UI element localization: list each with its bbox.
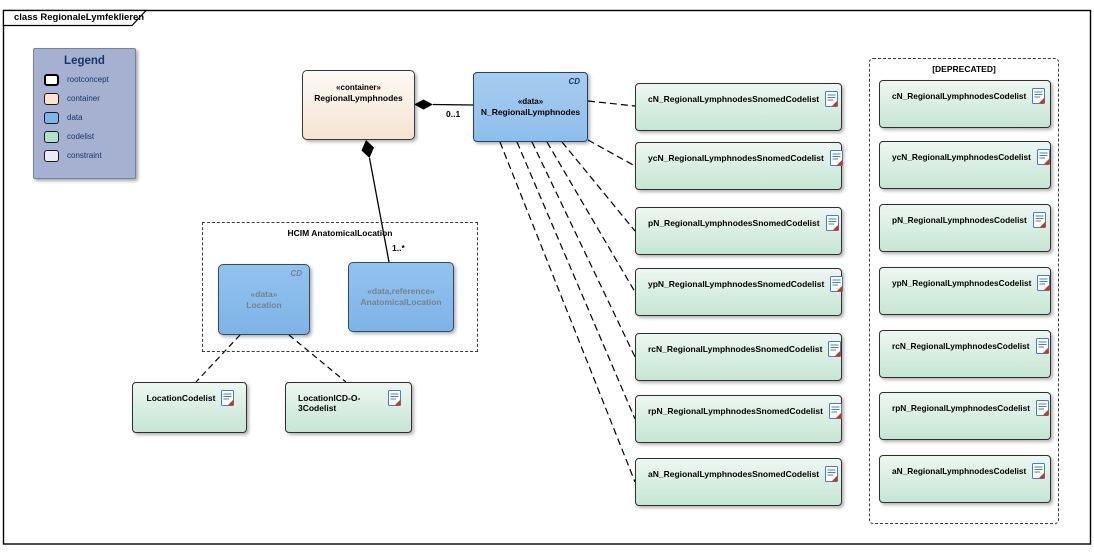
document-icon	[828, 341, 842, 357]
node-rcn-codelist-deprecated[interactable]: rcN_RegionalLymphnodesCodelist	[879, 330, 1051, 378]
node-rpn-codelist-deprecated[interactable]: rpN_RegionalLymphnodesCodelist	[879, 392, 1051, 440]
codelist-swatch-icon	[44, 130, 59, 143]
node-ycn-snomedcodelist[interactable]: ycN_RegionalLymphnodesSnomedCodelist	[635, 142, 843, 190]
data-swatch-icon	[44, 111, 59, 124]
node-ypn-codelist-deprecated[interactable]: ypN_RegionalLymphnodesCodelist	[879, 267, 1051, 315]
document-icon	[1032, 212, 1046, 228]
document-icon	[1037, 275, 1051, 291]
composition-diamond-icon	[414, 99, 433, 110]
node-pn-codelist-deprecated[interactable]: pN_RegionalLymphnodesCodelist	[879, 204, 1051, 252]
legend-item-rootconcept: rootconcept	[44, 73, 135, 86]
document-icon	[829, 150, 843, 166]
node-locationcodelist[interactable]: LocationCodelist	[132, 382, 247, 433]
diagram-title: class RegionaleLymfeklieren	[14, 12, 145, 23]
node-name: N_RegionalLymphnodes	[480, 107, 581, 117]
cd-tag: CD	[290, 269, 302, 278]
dependency-links[interactable]	[499, 100, 636, 483]
node-an-codelist-deprecated[interactable]: aN_RegionalLymphnodesCodelist	[879, 455, 1051, 503]
node-rpn-snomedcodelist[interactable]: rpN_RegionalLymphnodesSnomedCodelist	[635, 395, 842, 443]
document-icon	[1032, 88, 1046, 104]
node-rcn-snomedcodelist[interactable]: rcN_RegionalLymphnodesSnomedCodelist	[635, 333, 842, 381]
node-cn-codelist-deprecated[interactable]: cN_RegionalLymphnodesCodelist	[879, 80, 1051, 128]
document-icon	[221, 390, 235, 406]
node-ycn-codelist-deprecated[interactable]: ycN_RegionalLymphnodesCodelist	[879, 141, 1051, 189]
document-icon	[828, 403, 842, 419]
legend-item-container: container	[44, 92, 135, 105]
constraint-swatch-icon	[44, 149, 59, 162]
legend-item-data: data	[44, 111, 135, 124]
composition-link[interactable]	[432, 103, 474, 106]
document-icon	[825, 91, 839, 107]
legend-title: Legend	[64, 55, 105, 67]
node-regionallymphnodes[interactable]: «container» RegionalLymphnodes	[302, 70, 415, 140]
rootconcept-swatch-icon	[44, 73, 59, 86]
frame-title: [DEPRECATED]	[932, 64, 996, 74]
multiplicity-label: 0..1	[446, 109, 461, 119]
container-swatch-icon	[44, 92, 59, 105]
frame-title: HCIM AnatomicalLocation	[287, 228, 393, 238]
document-icon	[1036, 149, 1050, 165]
node-pn-snomedcodelist[interactable]: pN_RegionalLymphnodesSnomedCodelist	[635, 207, 842, 255]
node-cn-snomedcodelist[interactable]: cN_RegionalLymphnodesSnomedCodelist	[635, 83, 842, 131]
legend[interactable]: Legend rootconcept container data codeli…	[33, 48, 136, 179]
node-n-regionallymphnodes[interactable]: CD «data» N_RegionalLymphnodes	[473, 72, 588, 142]
multiplicity-label: 1..*	[392, 243, 405, 253]
legend-item-constraint: constraint	[44, 149, 135, 162]
node-name: Location	[246, 299, 282, 310]
document-icon	[825, 215, 839, 231]
document-icon	[825, 466, 839, 482]
cd-tag: CD	[568, 77, 580, 86]
document-icon	[1032, 463, 1046, 479]
legend-item-codelist: codelist	[44, 130, 135, 143]
document-icon	[830, 276, 844, 292]
node-locationicd-o-3codelist[interactable]: LocationICD-O-3Codelist	[285, 382, 412, 433]
node-ypn-snomedcodelist[interactable]: ypN_RegionalLymphnodesSnomedCodelist	[635, 268, 844, 316]
node-name: AnatomicalLocation	[360, 297, 442, 307]
node-an-snomedcodelist[interactable]: aN_RegionalLymphnodesSnomedCodelist	[635, 458, 842, 506]
document-icon	[1036, 400, 1049, 416]
document-icon	[388, 390, 401, 406]
document-icon	[1035, 338, 1049, 354]
composition-diamond-icon	[361, 140, 374, 158]
node-name: RegionalLymphnodes	[314, 93, 403, 103]
node-location[interactable]: CD «data» Location	[218, 264, 310, 335]
node-anatomicallocation[interactable]: «data,reference» AnatomicalLocation	[348, 262, 454, 332]
